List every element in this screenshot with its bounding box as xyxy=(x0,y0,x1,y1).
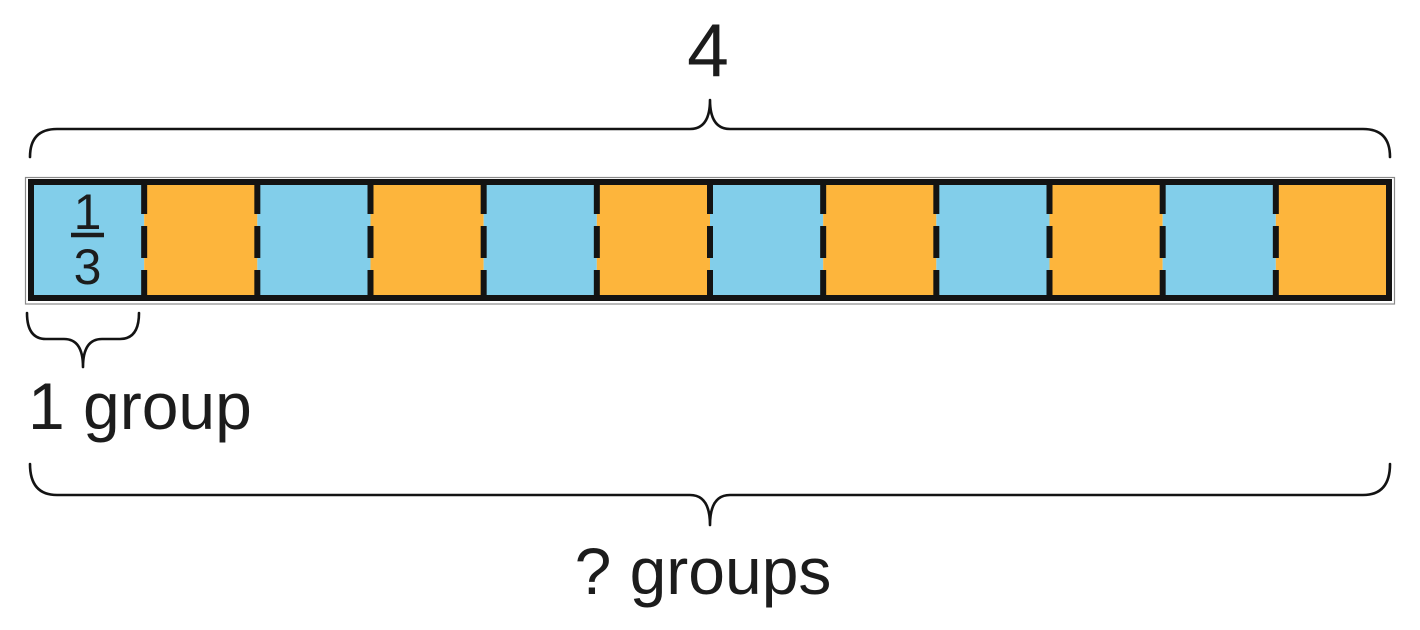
tape-segment-11 xyxy=(1162,182,1276,298)
tape-segment-10 xyxy=(1049,182,1163,298)
whole-total-label: 4 xyxy=(687,8,729,92)
tape-segment-2 xyxy=(144,182,258,298)
one-group-brace xyxy=(25,311,141,369)
tape-segment-7 xyxy=(710,182,824,298)
top-brace xyxy=(28,98,1392,159)
tape-segment-9 xyxy=(936,182,1050,298)
fraction-numerator: 1 xyxy=(74,184,102,240)
segments-layer xyxy=(31,182,1389,298)
tape-segment-12 xyxy=(1275,182,1389,298)
tape-segment-8 xyxy=(823,182,937,298)
tape-segment-1 xyxy=(31,182,145,298)
unit-fraction: 1 3 xyxy=(71,184,104,295)
tape-segment-5 xyxy=(483,182,597,298)
groups-count-label: ? groups xyxy=(575,534,832,608)
fraction-denominator: 3 xyxy=(74,239,102,295)
total-groups-brace xyxy=(28,462,1392,527)
tape-segment-4 xyxy=(370,182,484,298)
tape-segment-6 xyxy=(596,182,710,298)
bar-border xyxy=(28,179,1392,301)
bar-outer-frame xyxy=(24,176,1396,305)
tape-segment-3 xyxy=(257,182,371,298)
one-group-label: 1 group xyxy=(28,369,252,443)
